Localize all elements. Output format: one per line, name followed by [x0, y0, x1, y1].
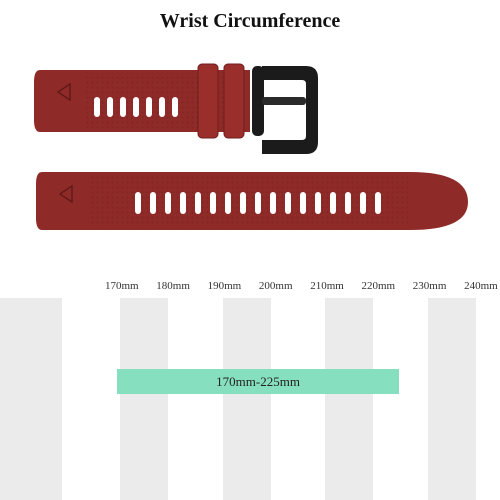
lower-strap	[36, 172, 468, 230]
strap-hole	[255, 192, 261, 214]
strap-hole	[210, 192, 216, 214]
scale-stripe	[0, 298, 62, 500]
scale-tick-label: 220mm	[361, 280, 396, 292]
strap-hole	[285, 192, 291, 214]
scale-tick-label: 190mm	[207, 280, 242, 292]
strap-hole	[107, 97, 113, 117]
buckle	[252, 66, 318, 154]
scale-tick-label: 200mm	[258, 280, 293, 292]
scale-tick-label: 230mm	[412, 280, 447, 292]
strap-hole	[345, 192, 351, 214]
fit-range-label: 170mm-225mm	[216, 373, 300, 389]
strap-hole	[225, 192, 231, 214]
strap-hole	[133, 97, 139, 117]
scale-stripe	[427, 298, 477, 500]
strap-hole	[300, 192, 306, 214]
strap-hole	[195, 192, 201, 214]
scale-tick-label: 180mm	[156, 280, 190, 292]
strap-hole	[150, 192, 156, 214]
strap-hole	[135, 192, 141, 214]
strap-hole	[375, 192, 381, 214]
strap-hole	[159, 97, 165, 117]
strap-hole	[165, 192, 171, 214]
strap-hole	[330, 192, 336, 214]
page-title: Wrist Circumference	[159, 10, 341, 32]
scale-tick-label: 170mm	[105, 280, 139, 292]
strap-hole	[315, 192, 321, 214]
strap-hole	[240, 192, 246, 214]
strap-hole	[180, 192, 186, 214]
strap-hole	[360, 192, 366, 214]
scale-stripe	[120, 298, 169, 500]
strap-hole	[172, 97, 178, 117]
strap-hole	[270, 192, 276, 214]
strap-hole	[120, 97, 126, 117]
watch-band-image	[34, 63, 468, 230]
scale-stripe	[222, 298, 271, 500]
scale-tick-label: 240mm	[464, 280, 498, 292]
strap-hole	[146, 97, 152, 117]
scale-tick-label: 210mm	[310, 280, 344, 292]
fit-range-bar: 170mm-225mm	[117, 369, 400, 394]
scale-stripe	[325, 298, 374, 500]
strap-hole	[94, 97, 100, 117]
upper-strap	[34, 63, 250, 139]
